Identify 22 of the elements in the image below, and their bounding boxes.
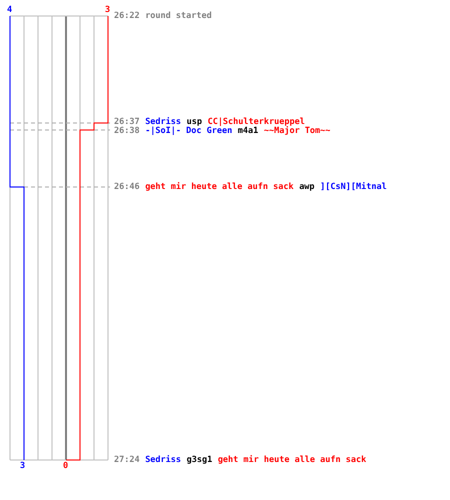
timestamp: 26:38 <box>114 127 140 136</box>
timestamp: 26:46 <box>114 183 140 192</box>
player-name: geht mir heute alle aufn sack <box>145 183 294 192</box>
player-name: ][CsN][Mitnal <box>320 183 387 192</box>
player-name: CC|Schulterkrueppel <box>208 118 305 127</box>
team-count: 0 <box>63 462 68 471</box>
weapon-name: awp <box>299 183 315 192</box>
weapon-name: g3sg1 <box>186 456 212 465</box>
timestamp: 27:24 <box>114 456 140 465</box>
timestamp: 26:37 <box>114 118 140 127</box>
team-count: 4 <box>7 6 12 15</box>
team-count: 3 <box>20 462 26 471</box>
weapon-name: usp <box>186 118 202 127</box>
timestamp: 26:22 <box>114 12 140 21</box>
player-name: geht mir heute alle aufn sack <box>218 456 366 465</box>
event-text: round started <box>145 12 212 21</box>
player-name: ~~Major Tom~~ <box>264 127 330 136</box>
player-name: Sedriss <box>145 456 182 465</box>
team-count: 3 <box>105 6 110 15</box>
player-name: -|SoI|- Doc Green <box>145 127 232 136</box>
weapon-name: m4a1 <box>238 127 258 136</box>
player-name: Sedriss <box>145 118 182 127</box>
